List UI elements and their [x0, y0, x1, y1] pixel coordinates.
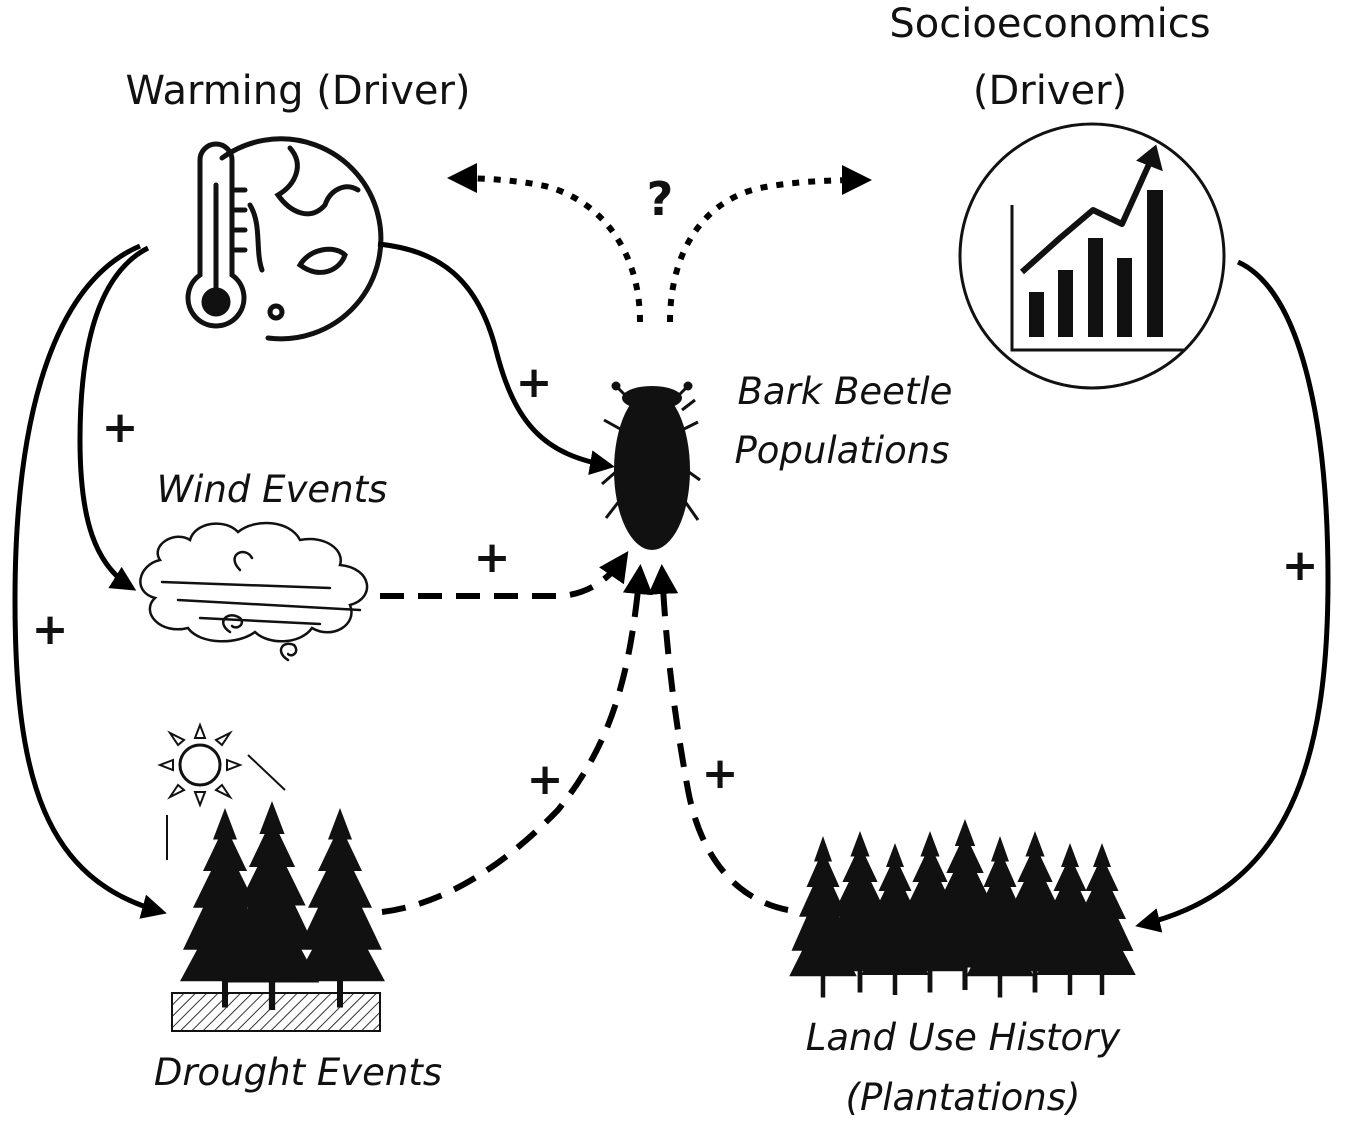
bark-beetle-label-line1: Bark Beetle	[738, 370, 953, 413]
arrow-warming-to-drought	[12, 243, 167, 919]
arrow-landuse-to-beetle	[648, 564, 789, 913]
sign-warming-to-wind: +	[102, 402, 139, 453]
sign-warming-to-beetle: +	[516, 357, 553, 408]
arrow-wind-to-beetle	[380, 551, 629, 599]
socioeconomics-driver-label-line1: Socioeconomics	[889, 1, 1210, 47]
dotted-arrow-to-warming	[447, 163, 643, 323]
bark-beetle-icon	[601, 381, 701, 550]
sun-trees-icon	[157, 722, 385, 1032]
bar-chart-trend-icon	[958, 122, 1226, 390]
dotted-arrow-to-socioeconomics	[667, 165, 872, 323]
thermometer-globe-icon	[185, 136, 384, 342]
wind-cloud-icon	[139, 521, 369, 662]
plantation-trees-icon	[789, 819, 1136, 998]
arrow-socio-to-landuse	[1135, 259, 1331, 933]
wind-events-label: Wind Events	[157, 468, 388, 511]
drought-events-label: Drought Events	[154, 1051, 442, 1094]
sign-landuse-to-beetle: +	[702, 748, 739, 799]
bark-beetle-label-line2: Populations	[735, 429, 950, 472]
arrow-drought-to-beetle	[381, 564, 653, 915]
arrow-warming-to-wind	[77, 245, 150, 591]
sign-drought-to-beetle: +	[527, 754, 564, 805]
interaction-question-mark: ?	[647, 172, 674, 226]
arrow-warming-to-beetle	[377, 241, 615, 475]
land-use-label-line1: Land Use History	[806, 1016, 1122, 1059]
socioeconomics-driver-label-line2: (Driver)	[973, 68, 1127, 114]
land-use-label-line2: (Plantations)	[846, 1076, 1081, 1119]
sign-warming-to-drought: +	[32, 604, 69, 655]
sign-socio-to-landuse: +	[1282, 540, 1319, 591]
warming-driver-label: Warming (Driver)	[125, 68, 470, 114]
sign-wind-to-beetle: +	[474, 532, 511, 583]
